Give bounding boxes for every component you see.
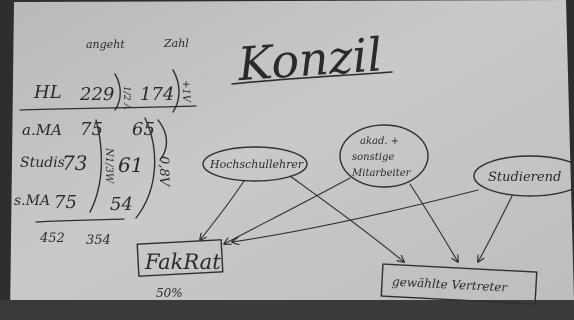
row-studis-value1: 73: [62, 151, 87, 175]
node-fakrat-label: FakRat: [144, 250, 221, 274]
node-fakrat-box: [136, 239, 224, 277]
node-studierende-ellipse: [473, 155, 574, 197]
row-hl-value2: 174: [140, 84, 174, 105]
arrow-akad-vertreter: [409, 183, 458, 262]
row-studis-value2: 61: [118, 153, 143, 177]
total-a: 452: [39, 231, 65, 246]
bottom-shadow: [0, 300, 574, 320]
separator-line: [19, 105, 197, 111]
group-bracket-2: [135, 117, 156, 219]
node-akad-line3: Mitarbeiter: [351, 168, 412, 179]
group-right-note: 0,8V: [156, 156, 171, 188]
hl-side-note: 1/2 A: [121, 86, 131, 110]
totals-line: [35, 218, 125, 223]
group-bracket-3: [157, 119, 168, 161]
row-hl-value1: 229: [79, 84, 114, 105]
node-vertreter-label: gewählte Vertreter: [392, 275, 509, 295]
arrow-studierende-vertreter: [478, 195, 513, 262]
node-hochschullehrer-label: Hochschullehrer: [209, 158, 304, 171]
header-col1: angeht: [86, 38, 125, 51]
total-b: 354: [86, 233, 111, 248]
node-hochschullehrer-ellipse: [202, 146, 308, 182]
node-akad-line1: akad. +: [360, 136, 399, 147]
arrow-hochschullehrer-fakrat: [200, 180, 245, 240]
header-col2: Zahl: [163, 37, 189, 50]
arrow-studierende-fakrat: [232, 189, 479, 242]
node-akad-ellipse: [339, 124, 429, 188]
arrow-hochschullehrer-vertreter: [289, 175, 404, 262]
row-ama-value2: 65: [132, 119, 155, 140]
node-vertreter-box: [380, 263, 538, 305]
hl-bracket-2: [172, 69, 180, 113]
row-sma-value1: 75: [54, 192, 77, 213]
node-akad-line2: sonstige: [352, 152, 394, 163]
group-side-note: N1/3W: [103, 147, 114, 184]
fakrat-percent: 50%: [156, 286, 183, 300]
row-hl-label: HL: [33, 82, 62, 103]
row-studis-label: Studis: [20, 155, 65, 171]
paper-sheet: [10, 0, 574, 318]
row-sma-label: s.MA: [14, 193, 50, 209]
row-sma-value2: 54: [110, 194, 133, 215]
title-underline: [231, 71, 393, 85]
group-bracket-1: [89, 119, 103, 213]
node-studierende-label: Studierend: [488, 170, 561, 185]
hl-right-note: +1V: [180, 80, 191, 104]
row-ama-label: a.MA: [22, 121, 62, 139]
